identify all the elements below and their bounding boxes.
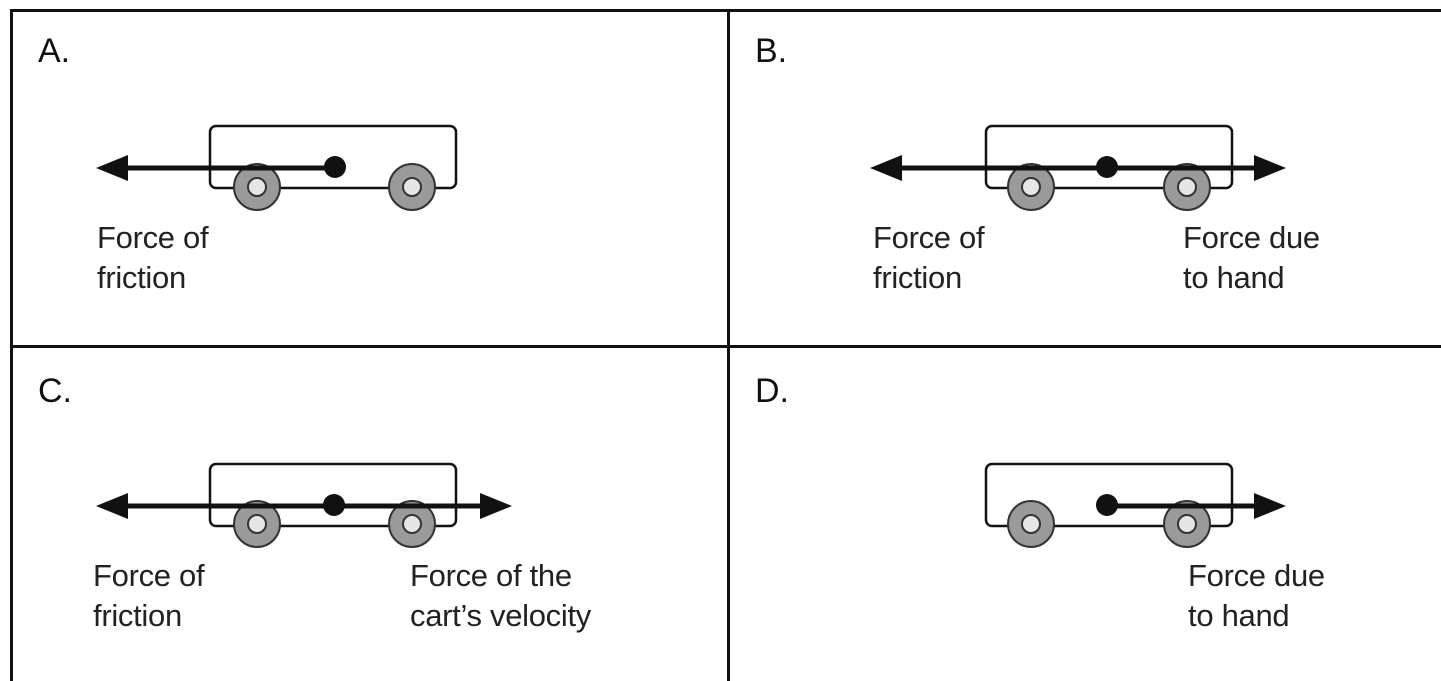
wheel-right — [388, 163, 436, 211]
label-line-1: Force of — [93, 558, 205, 593]
panel-d[interactable]: D. Force due to hand — [730, 348, 1441, 681]
cart — [96, 462, 512, 548]
panel-c-letter: C. — [38, 372, 72, 410]
friction-force-label: Force of friction — [873, 218, 985, 298]
friction-arrowhead — [96, 493, 128, 519]
wheel-left — [233, 500, 281, 548]
panel-c-diagram — [96, 462, 512, 548]
panel-d-letter: D. — [755, 372, 789, 410]
panel-b-diagram — [870, 124, 1286, 211]
panel-a-letter: A. — [38, 32, 71, 70]
label-line-1: Force of — [97, 220, 209, 255]
frame-top-border — [10, 9, 1441, 12]
panel-b[interactable]: B. Force of friction — [730, 12, 1441, 345]
velocity-arrowhead — [480, 493, 512, 519]
hand-arrowhead — [1254, 493, 1286, 519]
label-line-1: Force of the — [410, 558, 572, 593]
label-line-2: friction — [97, 260, 186, 295]
cart — [984, 462, 1286, 548]
wheel-right — [1163, 500, 1211, 548]
label-line-2: to hand — [1188, 598, 1290, 633]
center-of-mass-dot — [1096, 494, 1118, 516]
wheel-left — [233, 163, 281, 211]
label-line-2: friction — [873, 260, 962, 295]
cart — [96, 124, 458, 211]
friction-force-label: Force of friction — [97, 218, 209, 298]
friction-arrowhead — [96, 155, 128, 181]
hand-arrowhead — [1254, 155, 1286, 181]
frame-middle-divider-vertical — [727, 9, 730, 681]
wheel-right — [388, 500, 436, 548]
panel-d-diagram — [984, 462, 1286, 548]
center-of-mass-dot — [323, 494, 345, 516]
wheel-left — [1007, 500, 1055, 548]
center-of-mass-dot — [1096, 156, 1118, 178]
label-line-2: to hand — [1183, 260, 1285, 295]
label-line-2: cart’s velocity — [410, 598, 591, 633]
frame-middle-divider-horizontal — [10, 345, 1441, 348]
panel-c[interactable]: C. Force of friction — [13, 348, 727, 681]
center-of-mass-dot — [324, 156, 346, 178]
label-line-1: Force of — [873, 220, 985, 255]
label-line-1: Force due — [1188, 558, 1325, 593]
label-line-2: friction — [93, 598, 182, 633]
wheel-left — [1007, 163, 1055, 211]
panel-a[interactable]: A. Force of friction — [13, 12, 727, 345]
label-line-1: Force due — [1183, 220, 1320, 255]
velocity-force-label: Force of the cart’s velocity — [410, 556, 591, 636]
wheel-right — [1163, 163, 1211, 211]
cart — [870, 124, 1286, 211]
hand-force-label: Force due to hand — [1188, 556, 1325, 636]
hand-force-label: Force due to hand — [1183, 218, 1320, 298]
panel-b-letter: B. — [755, 32, 788, 70]
friction-arrowhead — [870, 155, 902, 181]
panel-a-diagram — [96, 124, 458, 211]
friction-force-label: Force of friction — [93, 556, 205, 636]
